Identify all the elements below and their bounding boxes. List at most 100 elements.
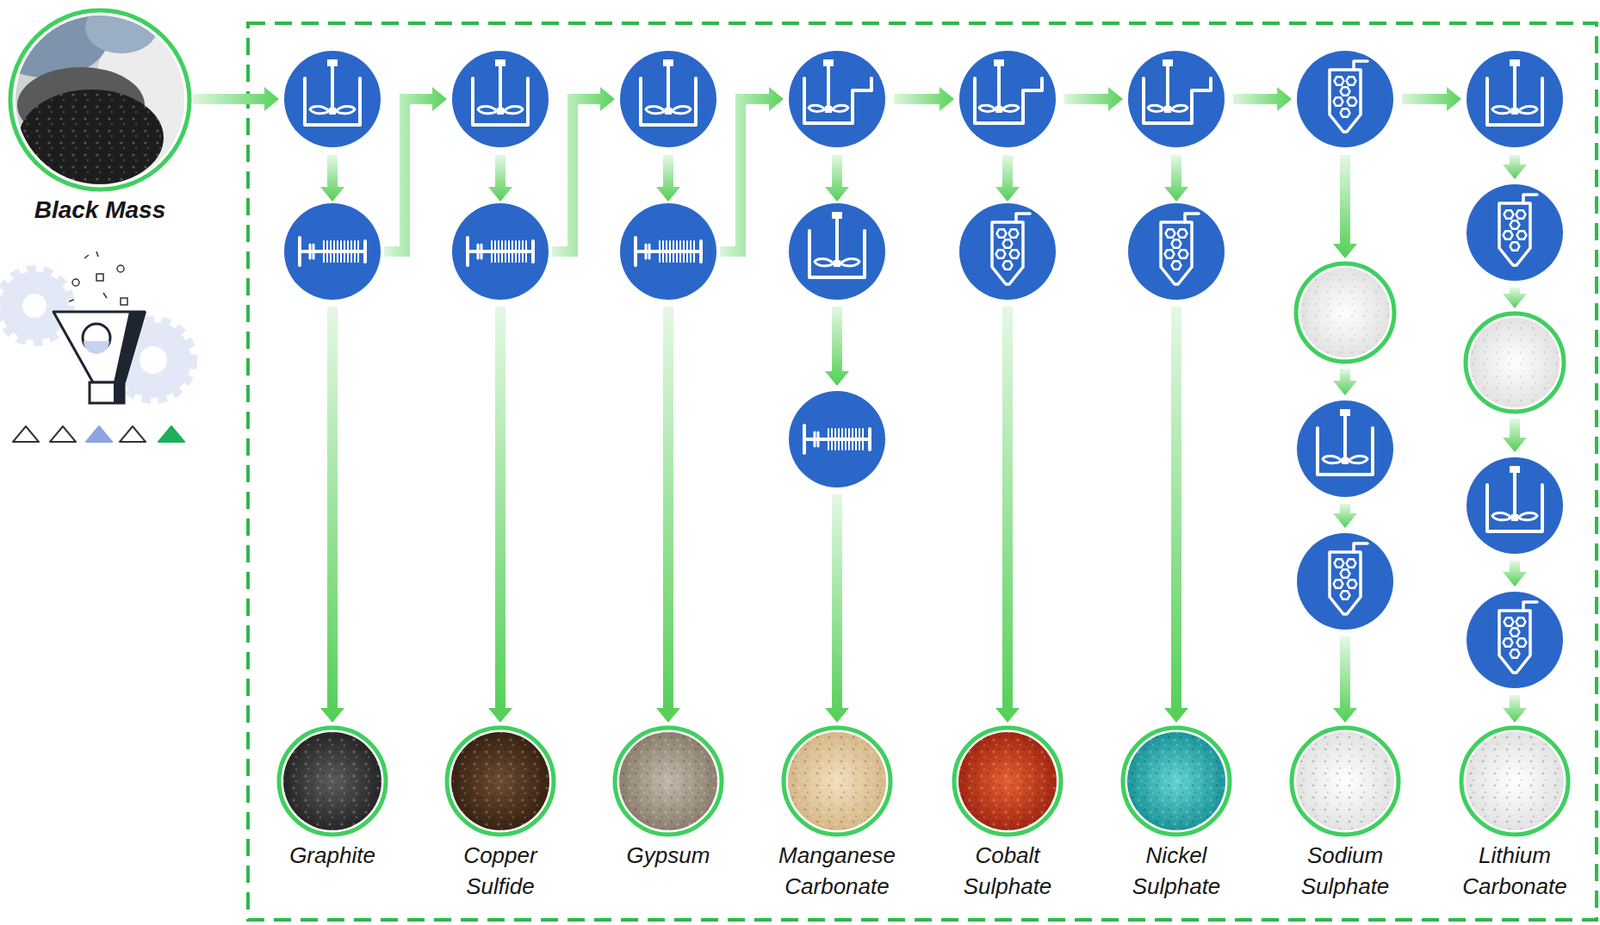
filter-press-symbol: [788, 390, 886, 488]
particle: [120, 297, 128, 305]
sample-texture: [283, 731, 382, 831]
sample-circle: [430, 722, 571, 840]
sample-circle: [1106, 722, 1247, 840]
sample-ring: [1291, 727, 1399, 835]
flow-arrow: [488, 155, 513, 202]
hopper-side: [113, 311, 147, 383]
photo-circle: [5, 5, 195, 195]
powder-sample: [1469, 317, 1560, 408]
crystallizer-symbol: [1466, 184, 1563, 281]
flow-arrow: [1502, 287, 1527, 309]
product-node: Nickel Sulphate: [1106, 722, 1247, 902]
sample-fill: [451, 731, 550, 831]
text-group: Manganese Carbonate: [767, 839, 907, 902]
particle: [72, 279, 80, 286]
flow-arrow: [1333, 368, 1358, 396]
product-node: Copper Sulfide: [430, 722, 571, 902]
sample-ring: [446, 727, 554, 835]
product-label: Cobalt Sulphate: [942, 839, 1073, 902]
flow-arrow: [824, 306, 850, 386]
text-group: Black Mass: [5, 194, 195, 226]
sample-texture: [1465, 731, 1564, 831]
reactor-symbol: [284, 50, 381, 148]
text-group: Graphite: [273, 839, 391, 871]
product-label: Copper Sulfide: [435, 839, 565, 902]
hopper-base: [89, 382, 125, 404]
powder-ring: [1465, 313, 1564, 412]
flow-arrow: [1333, 155, 1358, 259]
sample-texture: [1127, 731, 1226, 831]
filter-press-symbol: [452, 203, 549, 300]
text-group: Cobalt Sulphate: [937, 839, 1078, 902]
sample-fill: [787, 731, 887, 831]
flow-arrow: [1401, 86, 1462, 112]
sample-texture: [451, 731, 550, 831]
source-material-node: Black Mass: [5, 5, 195, 226]
flow-arrow: [1333, 503, 1358, 528]
plant-boundary: [248, 23, 1597, 920]
equipment-icons: [284, 50, 1563, 689]
crystallizer-symbol: [1296, 533, 1394, 630]
reactor-symbol: [1296, 400, 1394, 497]
sample-texture: [958, 731, 1057, 831]
settler-symbol: [959, 50, 1056, 148]
flow-arrow: [1064, 86, 1123, 112]
gear-symbol: [0, 271, 69, 341]
sample-circle: [609, 722, 727, 840]
reactor-symbol: [788, 203, 886, 300]
flow-arrow: [551, 86, 615, 257]
sample-ring: [954, 727, 1061, 835]
sample-circle: [1275, 722, 1415, 840]
sample-circle: [767, 722, 907, 840]
flow-arrow: [1502, 418, 1527, 453]
sample-fill: [1127, 731, 1226, 831]
flow-arrow: [1164, 155, 1189, 202]
settler-symbol: [788, 50, 886, 148]
reactor-symbol: [620, 50, 717, 148]
powder-ring: [1296, 263, 1395, 362]
product-node: Gypsum: [609, 722, 727, 871]
flow-arrow: [656, 306, 681, 723]
product-label: Graphite: [289, 839, 376, 871]
filter-press-symbol: [620, 203, 717, 300]
gear-hole: [22, 293, 47, 318]
hopper-window-fill: [83, 341, 110, 354]
sample-texture: [1296, 731, 1395, 831]
reactor-symbol: [452, 50, 549, 148]
hopper-base-side: [113, 382, 125, 404]
particle: [96, 273, 104, 281]
flow-arrow: [995, 155, 1020, 202]
sample-ring: [783, 727, 891, 835]
sample-ring: [1122, 727, 1230, 835]
settler-symbol: [1128, 50, 1225, 148]
product-label: Gypsum: [626, 839, 711, 871]
crystallizer-symbol: [1128, 203, 1225, 300]
sample-circle: [273, 722, 391, 840]
flow-arrow: [1164, 306, 1189, 723]
sample-ring: [279, 727, 386, 835]
flow-arrow: [656, 155, 681, 202]
crystallizer-symbol: [959, 203, 1056, 300]
product-node: Lithium Carbonate: [1444, 722, 1585, 902]
flow-arrows: [192, 86, 1527, 723]
flow-arrow: [719, 86, 784, 257]
sample-texture: [787, 731, 887, 831]
crystallizer-symbol: [1296, 50, 1394, 148]
sample-ring: [614, 727, 722, 835]
material-triangle: [86, 426, 112, 442]
product-label: Sodium Sulphate: [1280, 839, 1410, 902]
particle: [117, 265, 125, 273]
product-node: Cobalt Sulphate: [937, 722, 1078, 902]
particle: [68, 251, 107, 302]
powder-texture: [1300, 267, 1390, 358]
flow-arrow: [192, 86, 280, 112]
text-group: Nickel Sulphate: [1106, 839, 1247, 902]
text-group: Sodium Sulphate: [1275, 839, 1415, 902]
filter-press-symbol: [284, 203, 381, 300]
text-group: Lithium Carbonate: [1444, 839, 1585, 902]
material-triangle: [12, 426, 39, 442]
product-label: Nickel Sulphate: [1111, 839, 1241, 902]
flow-arrow: [824, 155, 850, 202]
flow-arrow: [320, 155, 345, 202]
